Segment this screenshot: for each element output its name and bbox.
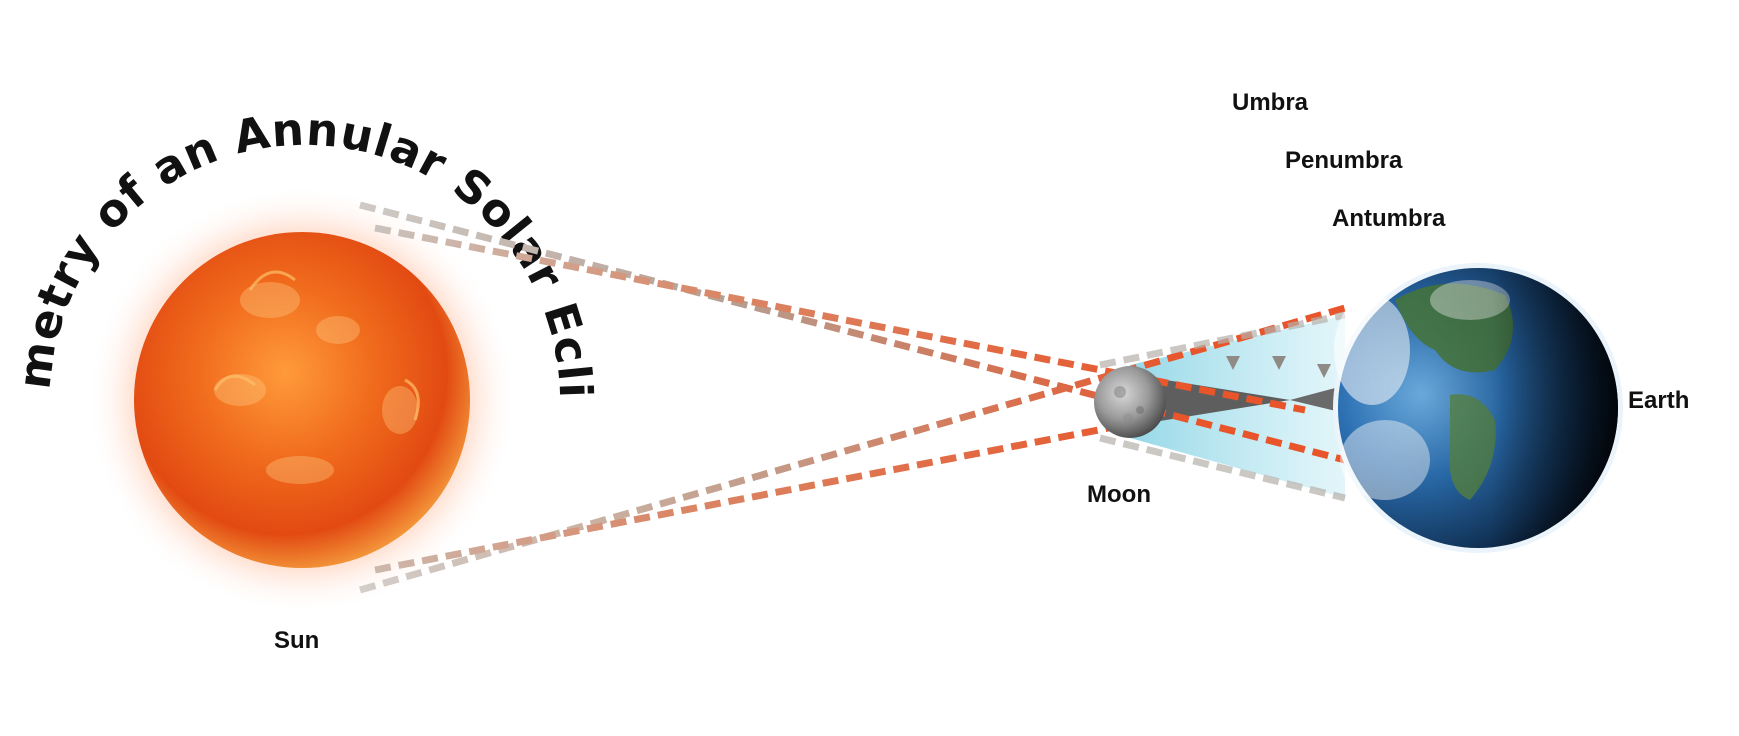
- shadow-arrows: [1231, 140, 1326, 366]
- umbra-cone: [1135, 375, 1290, 425]
- moon-illustration: [1094, 366, 1166, 438]
- antumbra-label: Antumbra: [1332, 205, 1446, 232]
- moon-label: Moon: [1087, 481, 1151, 508]
- down-arrow-icon: [1226, 356, 1331, 378]
- sun-label: Sun: [274, 627, 319, 654]
- sun-illustration: [87, 185, 517, 615]
- light-rays: [359, 201, 1346, 594]
- earth-illustration: [1333, 263, 1623, 553]
- umbra-label: Umbra: [1232, 89, 1309, 116]
- earth-label: Earth: [1628, 387, 1689, 414]
- penumbra-label: Penumbra: [1285, 147, 1403, 174]
